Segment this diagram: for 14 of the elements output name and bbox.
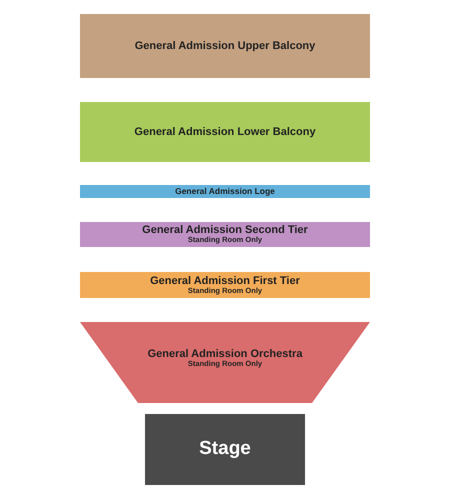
section-name: General Admission Loge	[175, 186, 275, 196]
seating-section	[80, 322, 370, 403]
seating-section	[80, 222, 370, 247]
section-name: General Admission Lower Balcony	[134, 126, 316, 138]
seating-section	[80, 14, 370, 78]
section-name: General Admission Second Tier	[142, 224, 308, 236]
section-name: General Admission First Tier	[150, 274, 300, 287]
seating-section	[80, 272, 370, 298]
section-name: General Admission Upper Balcony	[134, 40, 316, 52]
seating-section	[80, 102, 370, 162]
section-name: General Admission Orchestra	[148, 348, 302, 360]
stage-block	[145, 414, 305, 485]
seating-section	[80, 185, 370, 198]
stage-label: Stage	[199, 439, 251, 460]
